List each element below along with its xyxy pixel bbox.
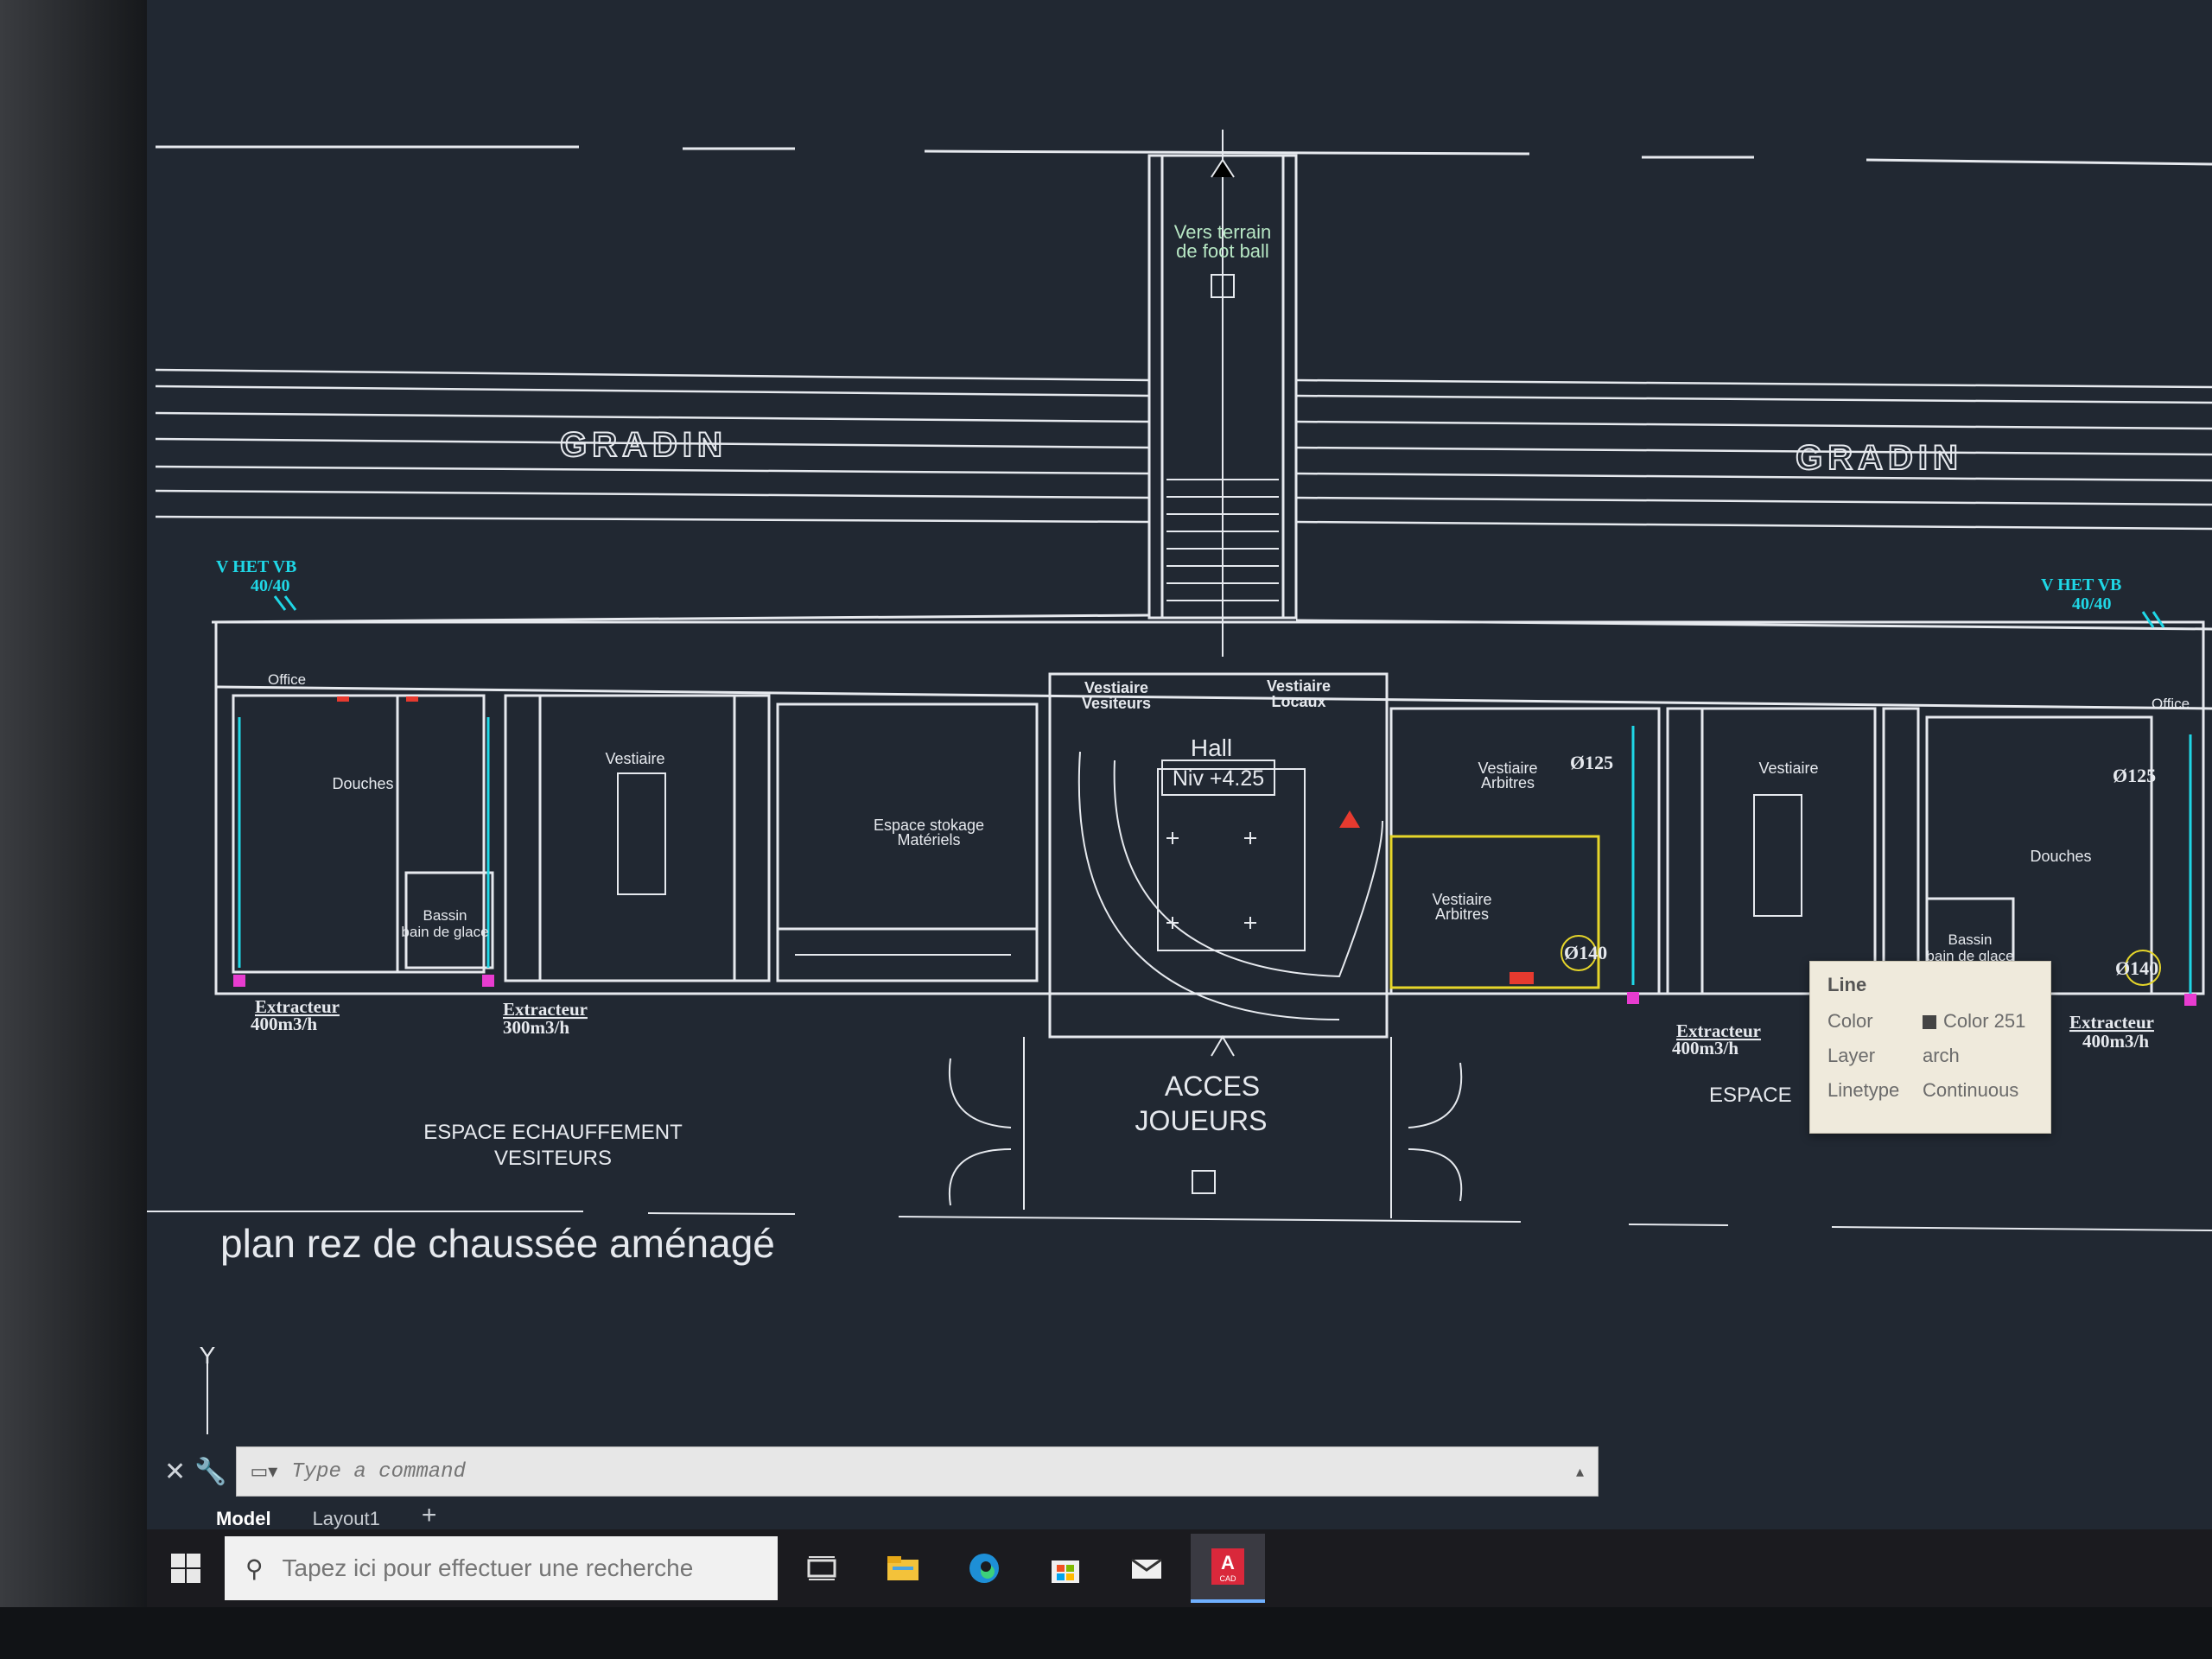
svg-text:A: A bbox=[1221, 1552, 1235, 1573]
vhet-left-2: 40/40 bbox=[251, 576, 290, 595]
add-layout-button[interactable]: + bbox=[421, 1501, 437, 1529]
tooltip-color-label: Color bbox=[1827, 1010, 1873, 1032]
tooltip-linetype-value: Continuous bbox=[1923, 1079, 2019, 1101]
extracteur-1-label: Extracteur bbox=[255, 996, 340, 1017]
monitor-bezel-left bbox=[0, 0, 147, 1659]
mail-icon[interactable] bbox=[1109, 1534, 1184, 1603]
vhet-left-1: V HET VB bbox=[216, 557, 296, 576]
vest-visiteurs-2: Vesiteurs bbox=[1082, 695, 1151, 712]
bassin-right-1: Bassin bbox=[1948, 931, 1992, 948]
vest-arbitres-top-2: Arbitres bbox=[1481, 774, 1535, 791]
level-label: Niv +4.25 bbox=[1173, 766, 1264, 791]
plan-title: plan rez de chaussée aménagé bbox=[220, 1221, 775, 1266]
tooltip-color-value-wrap: Color 251 bbox=[1923, 1010, 2025, 1033]
tooltip-row-color: Color Color 251 bbox=[1827, 1010, 2033, 1033]
wrench-icon[interactable]: 🔧 bbox=[194, 1457, 227, 1486]
acces-label-2: JOUEURS bbox=[1135, 1105, 1268, 1136]
windows-start-button[interactable] bbox=[147, 1529, 225, 1607]
to-field-label-2: de foot ball bbox=[1176, 240, 1269, 262]
vestiaire-right-label: Vestiaire bbox=[1758, 760, 1818, 777]
bassin-right-2: bain de glace bbox=[1926, 948, 2013, 964]
vhet-right-2: 40/40 bbox=[2072, 594, 2112, 613]
terminal-icon[interactable]: ▭▾ bbox=[250, 1460, 278, 1482]
vest-arbitres-top-1: Vestiaire bbox=[1478, 760, 1537, 777]
autocad-icon-label: CAD bbox=[1219, 1574, 1236, 1583]
acces-label-1: ACCES bbox=[1165, 1071, 1260, 1102]
edge-browser-icon[interactable] bbox=[947, 1534, 1021, 1603]
diameter-140-right: Ø140 bbox=[2115, 957, 2158, 979]
tooltip-color-value: Color 251 bbox=[1943, 1010, 2026, 1032]
hall-label: Hall bbox=[1191, 734, 1232, 761]
extracteur-4-label: Extracteur bbox=[2069, 1012, 2154, 1033]
storage-label-2: Matériels bbox=[897, 831, 960, 849]
extracteur-1-rate: 400m3/h bbox=[251, 1014, 317, 1034]
bassin-left-1: Bassin bbox=[423, 907, 467, 924]
autocad-screen: Vers terrain de foot ball GRADIN GRADIN … bbox=[147, 0, 2212, 1607]
gradin-left-label: GRADIN bbox=[560, 426, 728, 464]
monitor-bezel-bottom bbox=[0, 1607, 2212, 1659]
echauffement-label-2: VESITEURS bbox=[494, 1147, 612, 1170]
tooltip-linetype-label: Linetype bbox=[1827, 1079, 1900, 1101]
office-left-label: Office bbox=[268, 671, 306, 688]
tooltip-row-layer: Layer arch bbox=[1827, 1045, 2033, 1067]
extracteur-4-rate: 400m3/h bbox=[2082, 1031, 2149, 1052]
vest-arbitres-sel-2: Arbitres bbox=[1435, 906, 1489, 923]
task-view-icon[interactable] bbox=[785, 1534, 859, 1603]
vest-locaux-1: Vestiaire bbox=[1267, 677, 1331, 695]
command-input[interactable] bbox=[289, 1459, 1564, 1484]
color-swatch-icon bbox=[1923, 1015, 1936, 1030]
close-icon[interactable]: ✕ bbox=[164, 1457, 187, 1486]
tab-model[interactable]: Model bbox=[216, 1508, 271, 1529]
drawing-canvas[interactable]: Vers terrain de foot ball GRADIN GRADIN … bbox=[147, 0, 2212, 1434]
extracteur-3-rate: 400m3/h bbox=[1672, 1038, 1738, 1058]
taskbar-search-box[interactable]: ⚲ bbox=[225, 1536, 778, 1600]
espace-right-label: ESPACE bbox=[1709, 1084, 1792, 1107]
ucs-y-label: Y bbox=[200, 1342, 216, 1369]
extracteur-2-label: Extracteur bbox=[503, 999, 588, 1020]
command-line-icons: ✕ 🔧 bbox=[164, 1457, 227, 1487]
vhet-right-1: V HET VB bbox=[2041, 575, 2121, 594]
to-field-label-1: Vers terrain bbox=[1174, 221, 1272, 243]
vest-visiteurs-1: Vestiaire bbox=[1084, 679, 1148, 696]
diameter-125-right: Ø125 bbox=[2113, 765, 2156, 786]
vestiaire-left-label: Vestiaire bbox=[605, 750, 664, 767]
tooltip-layer-value: arch bbox=[1923, 1045, 1960, 1066]
tooltip-layer-label: Layer bbox=[1827, 1045, 1876, 1066]
echauffement-label-1: ESPACE ECHAUFFEMENT bbox=[423, 1121, 683, 1144]
bassin-left-2: bain de glace bbox=[401, 924, 488, 940]
command-input-box[interactable]: ▭▾ ▴ bbox=[235, 1446, 1599, 1497]
diameter-125-left: Ø125 bbox=[1570, 752, 1613, 773]
tab-layout1[interactable]: Layout1 bbox=[312, 1508, 380, 1529]
douches-right-label: Douches bbox=[2030, 848, 2091, 865]
gradin-right-label: GRADIN bbox=[1796, 439, 1963, 477]
vest-arbitres-sel-1: Vestiaire bbox=[1432, 891, 1491, 908]
extracteur-2-rate: 300m3/h bbox=[503, 1017, 569, 1038]
office-right-label: Office bbox=[2152, 696, 2190, 712]
tooltip-title: Line bbox=[1827, 974, 1867, 995]
extracteur-3-label: Extracteur bbox=[1676, 1020, 1761, 1041]
tooltip-row-linetype: Linetype Continuous bbox=[1827, 1079, 2033, 1102]
search-icon: ⚲ bbox=[245, 1554, 264, 1582]
vest-locaux-2: Locaux bbox=[1271, 693, 1325, 710]
file-explorer-icon[interactable] bbox=[866, 1534, 940, 1603]
storage-label-1: Espace stokage bbox=[874, 817, 984, 834]
windows-logo-icon bbox=[171, 1554, 200, 1583]
object-properties-tooltip: Line Color Color 251 Layer arch Linetype… bbox=[1809, 961, 2051, 1134]
douches-left-label: Douches bbox=[332, 775, 393, 792]
microsoft-store-icon[interactable] bbox=[1028, 1534, 1103, 1603]
taskbar-search-input[interactable] bbox=[280, 1554, 757, 1583]
command-line-bar: ✕ 🔧 ▭▾ ▴ bbox=[164, 1441, 1599, 1502]
layout-tabs: Model Layout1 + bbox=[207, 1499, 445, 1534]
diameter-140-left: Ø140 bbox=[1564, 942, 1607, 963]
chevron-up-icon[interactable]: ▴ bbox=[1575, 1462, 1584, 1480]
